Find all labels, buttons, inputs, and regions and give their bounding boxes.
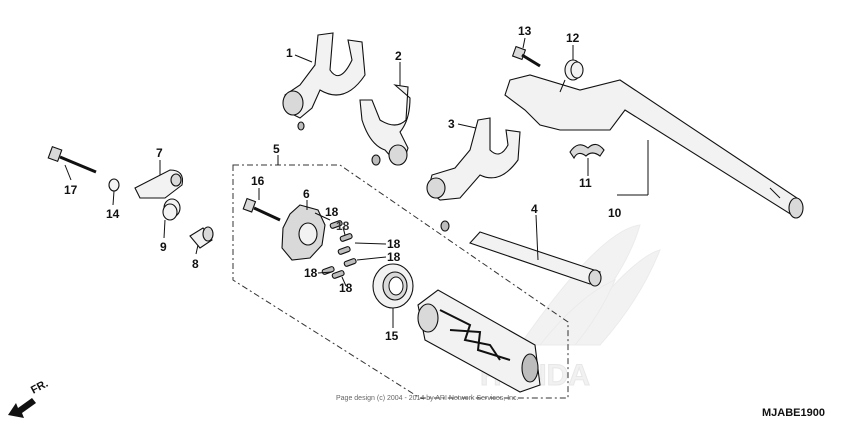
callout-18-e: 18 [304, 266, 318, 280]
callout-7: 7 [156, 146, 163, 160]
callout-18-f: 18 [339, 281, 353, 295]
callout-4: 4 [531, 202, 538, 216]
shift-drum-center-6 [281, 204, 326, 261]
collar-8 [189, 226, 214, 249]
callout-9: 9 [160, 240, 167, 254]
callout-16: 16 [251, 174, 265, 188]
bearing-15 [372, 263, 414, 309]
callout-2: 2 [395, 49, 402, 63]
diagram-id-code: MJABE1900 [762, 407, 825, 419]
shift-drum [417, 289, 541, 393]
stopper-arm-7 [134, 169, 184, 199]
shift-fork-1 [282, 32, 366, 131]
callouts: 1 2 3 4 5 6 7 8 9 10 11 12 13 14 15 16 1… [64, 24, 622, 343]
callout-18-d: 18 [387, 250, 401, 264]
callout-3: 3 [448, 117, 455, 131]
callout-18-b: 18 [336, 219, 350, 233]
shift-fork-3 [426, 117, 521, 232]
callout-17: 17 [64, 183, 78, 197]
callout-10: 10 [608, 206, 622, 220]
washer-14 [108, 178, 120, 192]
bolt-17 [47, 145, 97, 174]
fork-shaft-4 [469, 231, 602, 287]
copyright-notice: Page design (c) 2004 - 2014 by ARI Netwo… [336, 395, 519, 402]
leader-lines [64, 37, 649, 328]
callout-8: 8 [192, 257, 199, 271]
spring-9 [162, 198, 181, 221]
return-spring-11 [569, 143, 605, 160]
assembly-boundary [232, 164, 569, 399]
bolt-16 [242, 197, 281, 222]
callout-11: 11 [579, 176, 592, 190]
callout-12: 12 [566, 31, 580, 45]
callout-18-a: 18 [325, 205, 339, 219]
callout-6: 6 [303, 187, 310, 201]
torsion-spring-12 [559, 59, 584, 93]
callout-15: 15 [385, 329, 399, 343]
shift-fork-2 [359, 84, 411, 166]
callout-13: 13 [518, 24, 532, 38]
callout-14: 14 [106, 207, 120, 221]
front-arrow-icon [8, 398, 36, 418]
dowel-pins-18 [321, 220, 357, 279]
gearshift-spindle-10 [504, 74, 804, 219]
callout-1: 1 [286, 46, 293, 60]
callout-18-c: 18 [387, 237, 401, 251]
callout-5: 5 [273, 142, 280, 156]
bolt-13 [511, 45, 541, 68]
